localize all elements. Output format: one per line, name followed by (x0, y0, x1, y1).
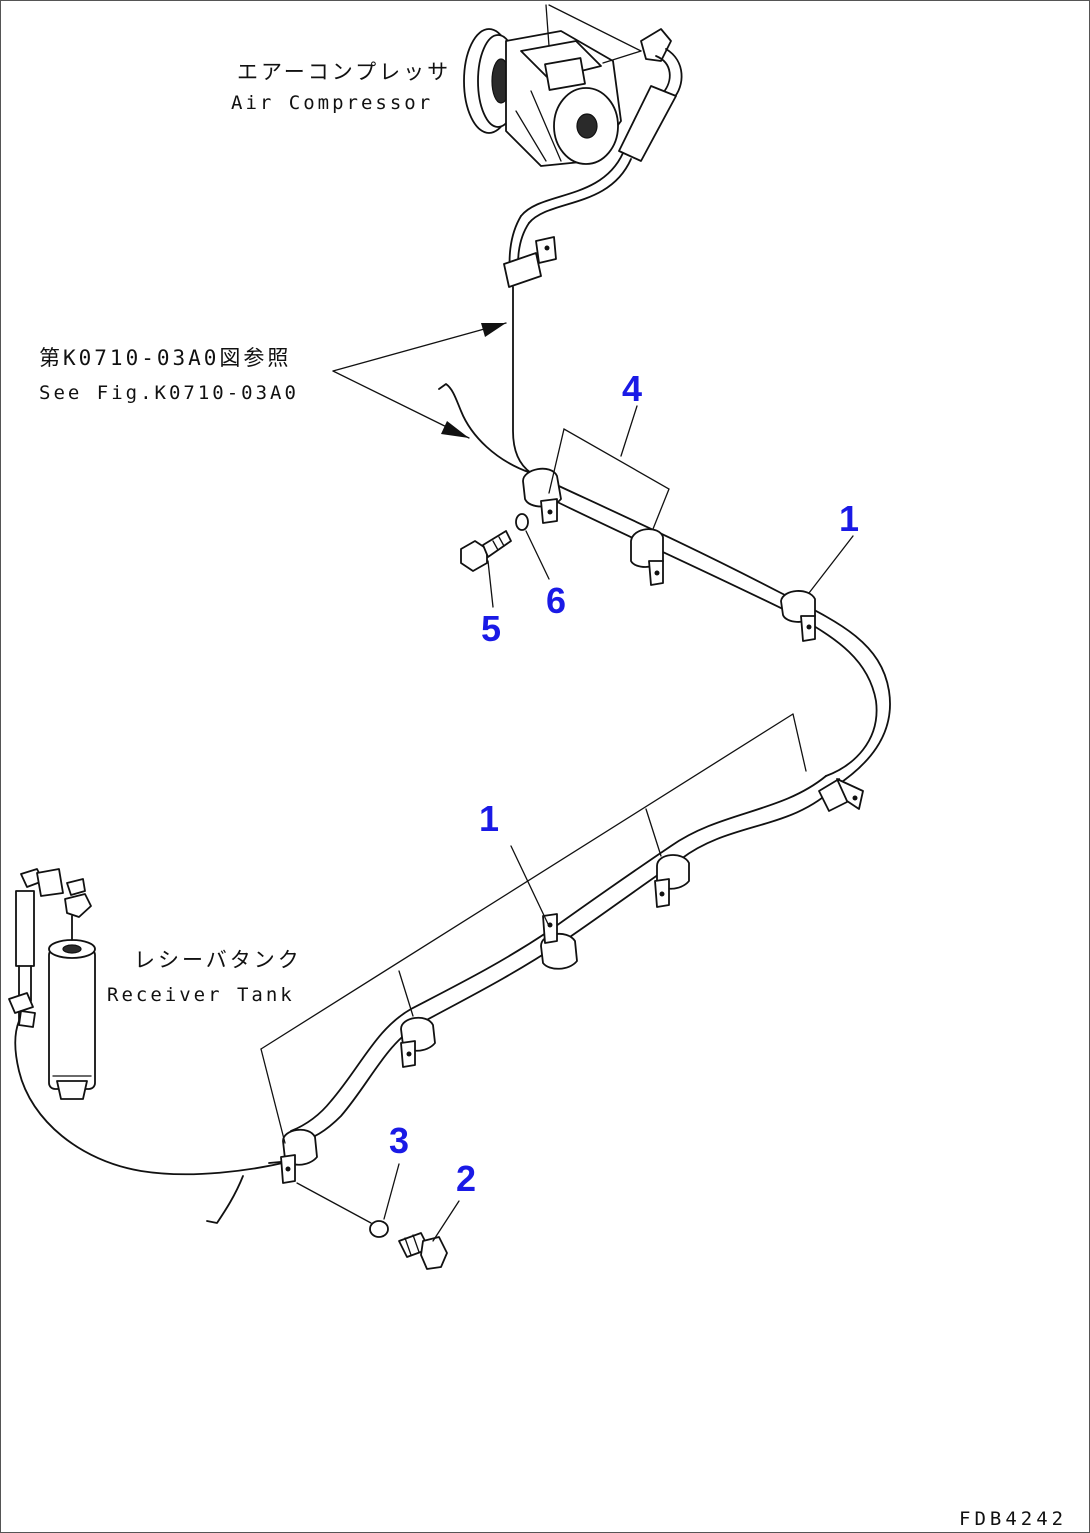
drawing-code: FDB4242 (959, 1508, 1067, 1530)
washer-3-drawing (369, 1220, 389, 1238)
bolt-5-drawing (460, 530, 512, 572)
pipe-break-upper (438, 383, 532, 474)
callout-3: 3 (389, 1120, 409, 1161)
main-pipe-upper (530, 472, 891, 787)
callout-2: 2 (456, 1158, 476, 1199)
callout-5: 5 (481, 608, 501, 649)
air-compressor-drawing (463, 4, 642, 167)
washer-6-drawing (515, 513, 529, 531)
leader-lines (332, 322, 854, 1242)
callout-1-lower: 1 (479, 798, 499, 839)
receiver-hose (14, 1020, 292, 1176)
upper-clamp (503, 236, 557, 288)
bolt-2-drawing (398, 1232, 448, 1270)
reference-label-en: See Fig.K0710-03A0 (39, 382, 299, 404)
air-compressor-label-en: Air Compressor (231, 92, 433, 114)
main-pipe-lower (290, 775, 837, 1144)
cover-sheet-1-lower (260, 713, 807, 1144)
callout-4: 4 (622, 368, 642, 409)
air-compressor-label-jp: エアーコンプレッサ (237, 60, 451, 84)
callout-1-upper: 1 (839, 498, 859, 539)
receiver-tank-label-en: Receiver Tank (107, 984, 295, 1006)
cover-sheet-4 (548, 428, 670, 530)
compressor-hose (508, 28, 683, 282)
reference-label-jp: 第K0710-03A0図参照 (39, 346, 291, 370)
pipe-break-lower (206, 1175, 244, 1224)
receiver-tank-label-jp: レシーバタンク (134, 948, 302, 972)
receiver-tank-drawing (8, 868, 96, 1100)
vertical-pipe (512, 286, 532, 474)
callout-6: 6 (546, 580, 566, 621)
main-line-clamps (280, 467, 864, 1184)
